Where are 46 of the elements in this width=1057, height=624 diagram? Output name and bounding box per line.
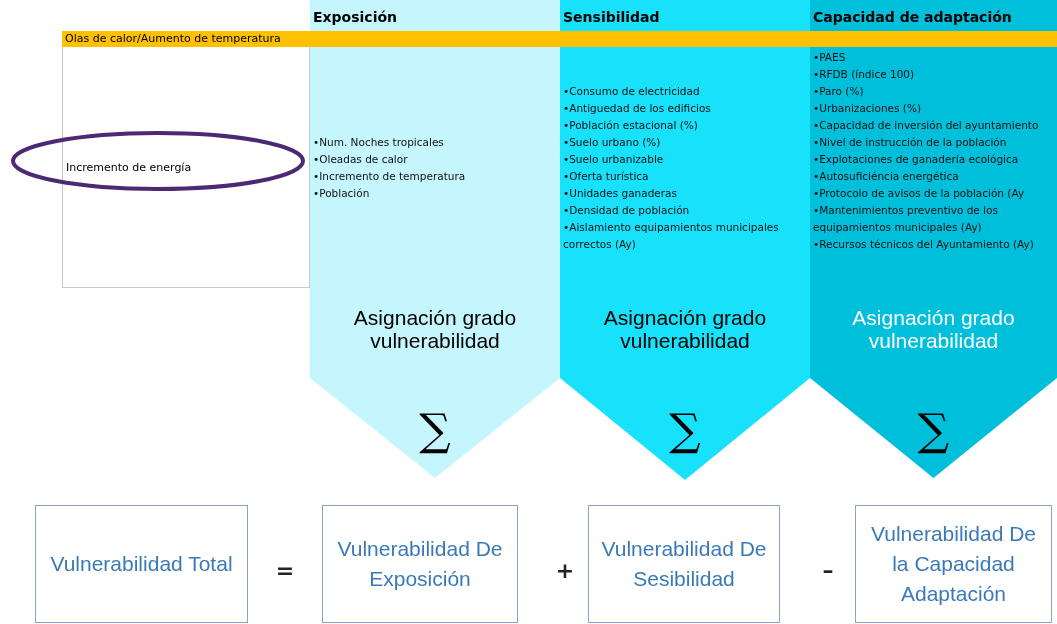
indicator-item: •Explotaciones de ganadería ecológica [813, 152, 1020, 167]
indicator-item: •Población estacional (%) [563, 118, 699, 133]
cell-text: Incremento de energía [66, 161, 192, 174]
indicator-item: •Consumo de electricidad [563, 84, 701, 99]
result-box: Vulnerabilidad De Sesibilidad [588, 505, 780, 623]
indicator-item: •Capacidad de inversión del ayuntamiento [813, 118, 1040, 133]
operator-sign: + [554, 557, 576, 585]
indicator-item: •Autosuficiéncia energética [813, 169, 960, 184]
indicator-item: •Aislamiento equipamientos municipales correctos (Ay) [563, 220, 780, 252]
operator-sign: – [821, 557, 835, 585]
indicator-item: •Paro (%) [813, 84, 865, 99]
indicator-item: •Mantenimientos preventivo de los equipamientos municipales (Ay) [813, 203, 999, 235]
indicator-item: •Unidades ganaderas [563, 186, 679, 201]
sum-symbol: ∑ [668, 404, 702, 456]
step-label: Asignación grado vulnerabilidad [352, 306, 518, 352]
indicator-item: •Num. Noches tropicales [313, 135, 445, 150]
result-box: Vulnerabilidad De Exposición [322, 505, 518, 623]
chevron-column [810, 0, 1057, 480]
sum-symbol: ∑ [418, 404, 452, 456]
indicator-item: •Densidad de población [563, 203, 691, 218]
indicator-item: •Oferta turística [563, 169, 650, 184]
chevron-column [560, 0, 810, 482]
indicator-item: •PAES [813, 50, 847, 65]
indicator-item: •Suelo urbanizable [563, 152, 665, 167]
indicator-item: •Oleadas de calor [313, 152, 409, 167]
column-header: Capacidad de adaptación [813, 9, 1012, 25]
indicator-item: •Nivel de instrucción de la población [813, 135, 1008, 150]
chevron-column [310, 0, 560, 480]
indicator-item: •Antiguedad de los edificios [563, 101, 712, 116]
column-header: Sensibilidad [563, 9, 660, 25]
column-header: Exposición [313, 9, 398, 25]
indicator-item: •Recursos técnicos del Ayuntamiento (Ay) [813, 237, 1035, 252]
table-cell [62, 47, 310, 288]
step-label: Asignación grado vulnerabilidad [851, 306, 1016, 352]
indicator-item: •Incremento de temperatura [313, 169, 467, 184]
category-band: Olas de calor/Aumento de temperatura [62, 31, 1057, 47]
indicator-item: •Población [313, 186, 371, 201]
indicator-item: •RFDB (índice 100) [813, 67, 916, 82]
result-box: Vulnerabilidad De la Capacidad Adaptación [855, 505, 1052, 623]
result-box: Vulnerabilidad Total [35, 505, 248, 623]
operator-sign: = [274, 557, 296, 585]
indicator-item: •Urbanizaciones (%) [813, 101, 923, 116]
indicator-item: •Protocolo de avisos de la población (Ay [813, 186, 1026, 201]
sum-symbol: ∑ [916, 404, 951, 456]
indicator-item: •Suelo urbano (%) [563, 135, 662, 150]
step-label: Asignación grado vulnerabilidad [602, 306, 768, 352]
